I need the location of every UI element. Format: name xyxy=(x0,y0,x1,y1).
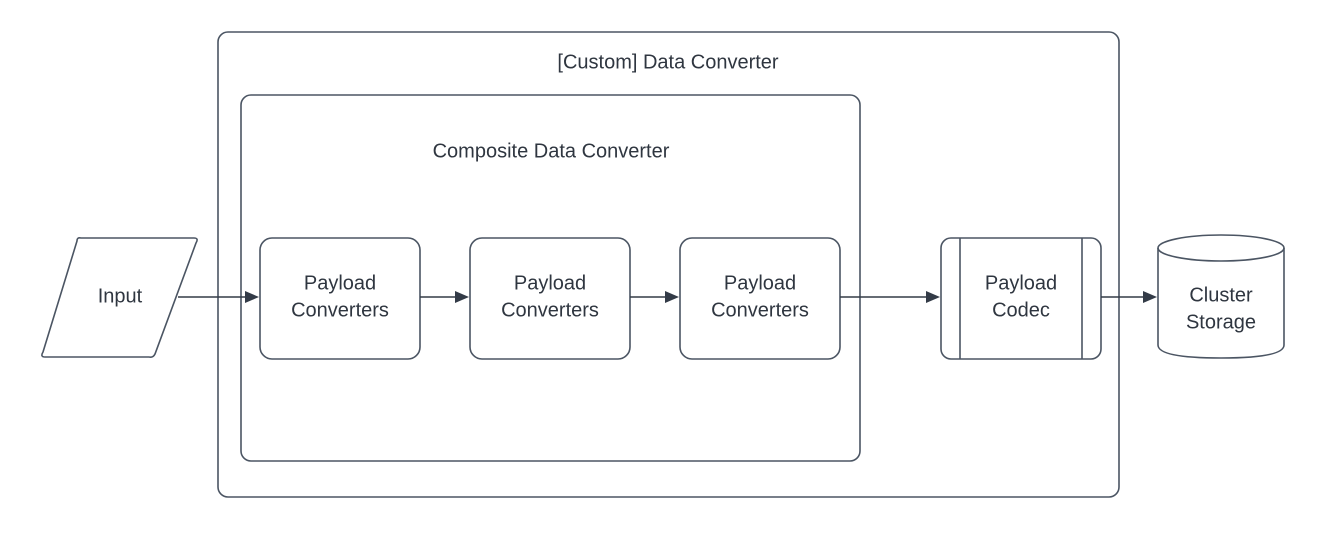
custom-data-converter-title: [Custom] Data Converter xyxy=(557,51,779,73)
node-input[interactable]: Input xyxy=(41,237,198,358)
input-parallelogram xyxy=(41,237,198,358)
payload-converters-2-label-line2: Converters xyxy=(501,299,599,321)
payload-codec-label-line1: Payload xyxy=(985,272,1057,294)
node-payload-converters-2[interactable]: Payload Converters xyxy=(469,237,631,360)
cluster-storage-label-line1: Cluster xyxy=(1189,284,1253,306)
payload-converters-3-label-line2: Converters xyxy=(711,299,809,321)
edge-payload-codec-to-cluster-storage xyxy=(1101,291,1157,303)
edge-input-to-payload-converters-1 xyxy=(178,291,259,303)
payload-converters-3-box xyxy=(679,237,841,360)
edge-payload-converters-3-to-codec xyxy=(840,291,940,303)
payload-converters-3-label-line1: Payload xyxy=(724,272,796,294)
edge-converter-1-to-2-arrowhead xyxy=(455,291,469,303)
node-payload-converters-1[interactable]: Payload Converters xyxy=(259,237,421,360)
composite-data-converter-boundary xyxy=(240,94,861,462)
composite-data-converter-title: Composite Data Converter xyxy=(433,140,670,162)
edge-converter-2-to-3-arrowhead xyxy=(665,291,679,303)
payload-converters-1-label-line1: Payload xyxy=(304,272,376,294)
container-composite-data-converter[interactable]: Composite Data Converter xyxy=(240,94,861,462)
cluster-storage-top-ellipse xyxy=(1157,234,1285,262)
payload-converters-1-box xyxy=(259,237,421,360)
payload-converters-2-box xyxy=(469,237,631,360)
payload-codec-label-line2: Codec xyxy=(992,299,1050,321)
payload-codec-box xyxy=(940,237,1102,360)
cluster-storage-body xyxy=(1157,248,1285,359)
payload-converters-1-label-line2: Converters xyxy=(291,299,389,321)
cluster-storage-label-line2: Storage xyxy=(1186,311,1256,333)
node-payload-converters-3[interactable]: Payload Converters xyxy=(679,237,841,360)
node-payload-codec[interactable]: Payload Codec xyxy=(940,237,1102,360)
edge-input-to-converter-1-arrowhead xyxy=(245,291,259,303)
edge-codec-to-storage-arrowhead xyxy=(1143,291,1157,303)
payload-converters-2-label-line1: Payload xyxy=(514,272,586,294)
input-label: Input xyxy=(98,285,143,307)
edge-converter-3-to-codec-arrowhead xyxy=(926,291,940,303)
edge-payload-converters-2-to-3 xyxy=(630,291,679,303)
node-cluster-storage[interactable]: Cluster Storage xyxy=(1157,234,1285,359)
edge-payload-converters-1-to-2 xyxy=(420,291,469,303)
